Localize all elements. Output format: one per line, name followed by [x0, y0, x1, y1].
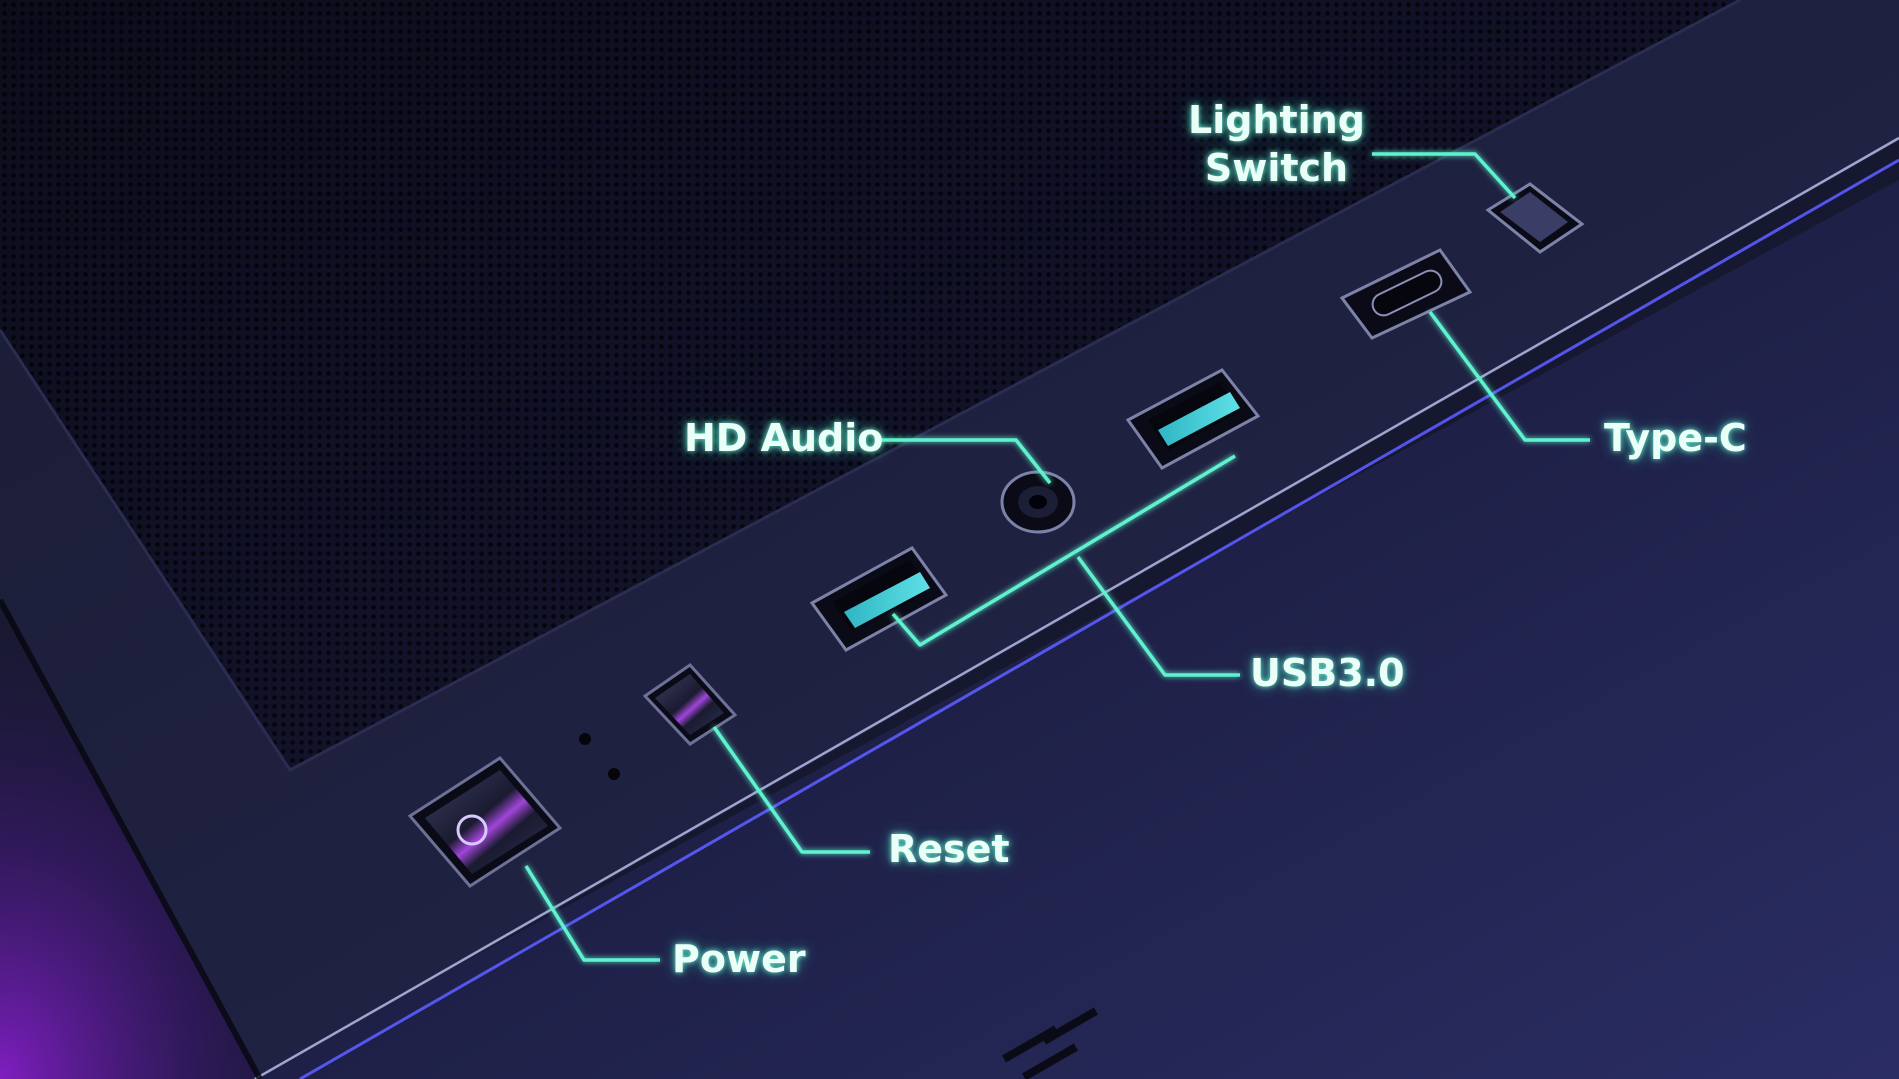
label-lighting-line2: Switch	[1204, 146, 1349, 190]
usb-c-port	[1339, 248, 1473, 340]
edge-highlight	[254, 136, 1899, 1079]
label-hd-audio: HD Audio	[684, 416, 884, 460]
usb-port-2	[1125, 368, 1261, 470]
label-lighting-switch: Lighting Switch	[1188, 96, 1365, 192]
label-usb30: USB3.0	[1250, 651, 1405, 695]
vent-slots	[1002, 1007, 1098, 1079]
led-dot	[579, 733, 591, 745]
usb-port-1	[809, 546, 949, 652]
callout-lighting	[1372, 152, 1517, 200]
label-type-c: Type-C	[1604, 416, 1747, 460]
callout-type-c	[1428, 310, 1590, 442]
reset-button	[642, 663, 738, 746]
audio-jack	[1000, 470, 1076, 534]
callout-lines	[524, 152, 1590, 962]
callout-power	[524, 865, 660, 962]
lighting-switch-button	[1485, 182, 1585, 254]
edge-accent-blue	[299, 158, 1899, 1079]
front-panel	[250, 180, 1899, 1079]
label-power: Power	[672, 937, 806, 981]
callout-usb-join	[891, 454, 1236, 647]
power-button	[407, 756, 563, 888]
label-reset: Reset	[888, 827, 1010, 871]
callout-reset	[712, 725, 870, 854]
callout-usb30	[1076, 555, 1240, 677]
label-lighting-line1: Lighting	[1188, 98, 1365, 142]
callout-hd-audio	[880, 438, 1052, 485]
led-dot	[608, 768, 620, 780]
